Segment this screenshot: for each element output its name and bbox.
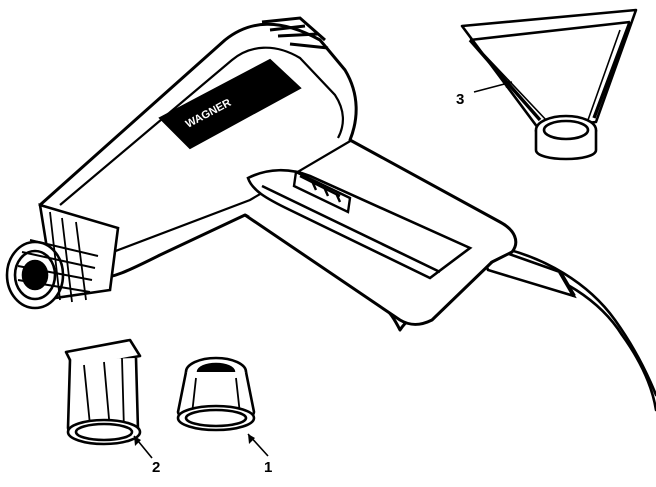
side-panel (59, 46, 353, 257)
callout-2-arrow (134, 436, 141, 446)
wide-spreader-nozzle (460, 8, 638, 161)
round-nozzle (176, 356, 256, 432)
callout-1-arrow (248, 434, 255, 444)
power-switch (292, 170, 352, 214)
callouts: 3 2 1 (133, 80, 513, 476)
flat-nozzle (64, 338, 142, 446)
callout-1-number: 1 (264, 459, 272, 476)
callout-3-number: 3 (456, 91, 464, 108)
handle-grip-opening (246, 168, 473, 280)
brand-label-plate: WAGNER (158, 58, 302, 150)
callout-2-number: 2 (152, 459, 160, 476)
heat-gun-barrel (5, 203, 120, 310)
callout-3-arrow (504, 80, 512, 88)
top-vent (261, 16, 329, 50)
